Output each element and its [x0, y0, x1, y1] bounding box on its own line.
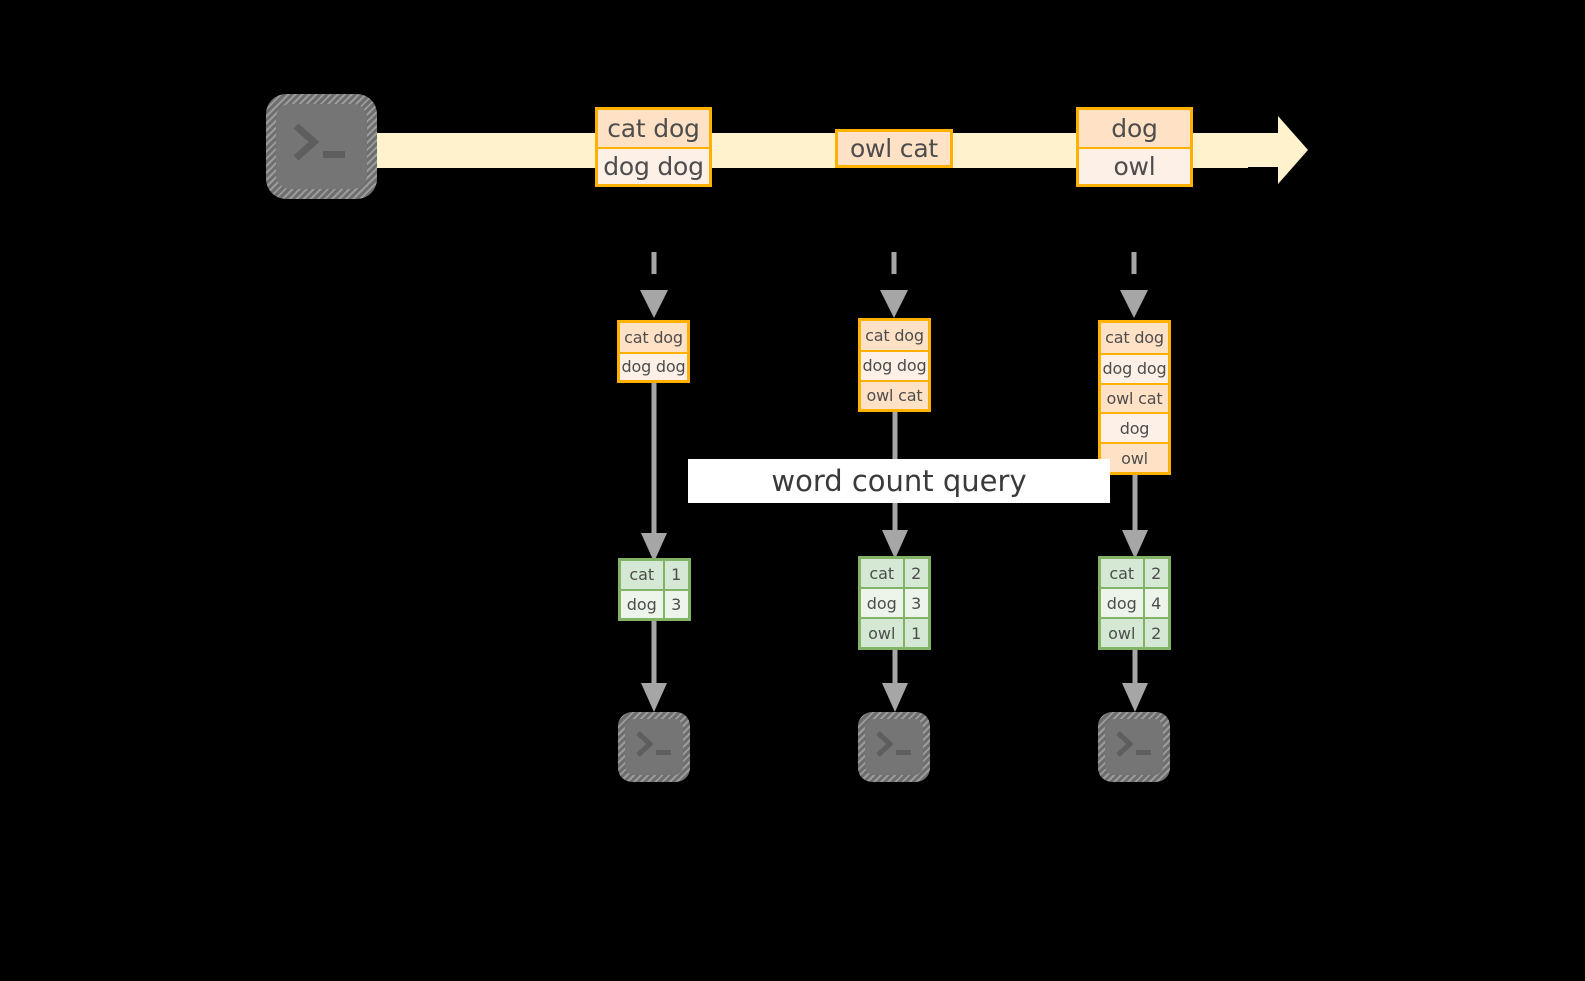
stream-event-line: owl cat: [838, 132, 950, 165]
result-count: 2: [1142, 619, 1168, 647]
result-word: dog: [1101, 589, 1143, 617]
result-word: cat: [621, 561, 663, 589]
terminal-prompt-icon: [636, 731, 671, 757]
snapshot-3-result: cat 2 dog 4 owl 2: [1098, 556, 1171, 650]
stream-event-line: dog: [1079, 110, 1190, 147]
stream-event-line: owl: [1079, 147, 1190, 184]
snapshot-3-buffer: cat dog dog dog owl cat dog owl: [1098, 320, 1171, 475]
snapshot-2-sink-terminal-icon: [858, 712, 930, 782]
buffer-line: owl cat: [861, 379, 928, 409]
result-row: owl 2: [1101, 617, 1168, 647]
snapshot-1-buffer: cat dog dog dog: [617, 320, 690, 383]
stream-event-group-1: cat dog dog dog: [595, 107, 712, 187]
result-count: 1: [902, 619, 928, 647]
stream-event-group-3: dog owl: [1076, 107, 1193, 187]
snapshot-3-sink-terminal-icon: [1098, 712, 1170, 782]
query-connector-3: [1122, 475, 1148, 559]
result-word: owl: [1101, 619, 1143, 647]
feed-connector-3: [1120, 252, 1148, 318]
feed-connector-2: [880, 252, 908, 318]
result-count: 1: [662, 561, 688, 589]
source-terminal-icon: [266, 94, 377, 199]
feed-connector-1: [640, 252, 668, 318]
result-row: dog 3: [861, 587, 928, 617]
sink-connector-2: [882, 650, 908, 712]
stream-event-line: dog dog: [598, 147, 709, 184]
result-count: 2: [1142, 559, 1168, 587]
terminal-prompt-icon: [293, 123, 345, 161]
result-row: cat 2: [1101, 559, 1168, 587]
snapshot-1-sink-terminal-icon: [618, 712, 690, 782]
result-word: dog: [861, 589, 903, 617]
terminal-prompt-icon: [876, 731, 911, 757]
buffer-line: dog dog: [1101, 352, 1168, 383]
result-count: 2: [902, 559, 928, 587]
snapshot-2-buffer: cat dog dog dog owl cat: [858, 318, 931, 412]
buffer-line: dog dog: [620, 351, 687, 380]
result-row: cat 2: [861, 559, 928, 587]
result-word: dog: [621, 590, 663, 618]
query-label: word count query: [688, 459, 1110, 503]
result-row: owl 1: [861, 617, 928, 647]
buffer-line: owl cat: [1101, 382, 1168, 413]
result-count: 3: [662, 590, 688, 618]
stream-event-group-2: owl cat: [835, 129, 953, 168]
result-row: dog 4: [1101, 587, 1168, 617]
buffer-line: cat dog: [861, 321, 928, 351]
stream-event-line: cat dog: [598, 110, 709, 147]
result-word: cat: [1101, 559, 1143, 587]
result-row: cat 1: [621, 561, 688, 589]
result-count: 4: [1142, 589, 1168, 617]
snapshot-2-result: cat 2 dog 3 owl 1: [858, 556, 931, 650]
stream-arrowhead: [1240, 116, 1308, 184]
snapshot-1-result: cat 1 dog 3: [618, 558, 691, 621]
buffer-line: owl: [1101, 442, 1168, 472]
result-count: 3: [902, 589, 928, 617]
result-word: owl: [861, 619, 903, 647]
buffer-line: dog dog: [861, 350, 928, 380]
terminal-prompt-icon: [1116, 731, 1151, 757]
sink-connector-1: [641, 621, 667, 712]
buffer-line: cat dog: [620, 323, 687, 352]
buffer-line: dog: [1101, 412, 1168, 443]
query-connector-1: [641, 383, 667, 562]
buffer-line: cat dog: [1101, 323, 1168, 353]
result-row: dog 3: [621, 588, 688, 618]
result-word: cat: [861, 559, 903, 587]
sink-connector-3: [1122, 650, 1148, 712]
